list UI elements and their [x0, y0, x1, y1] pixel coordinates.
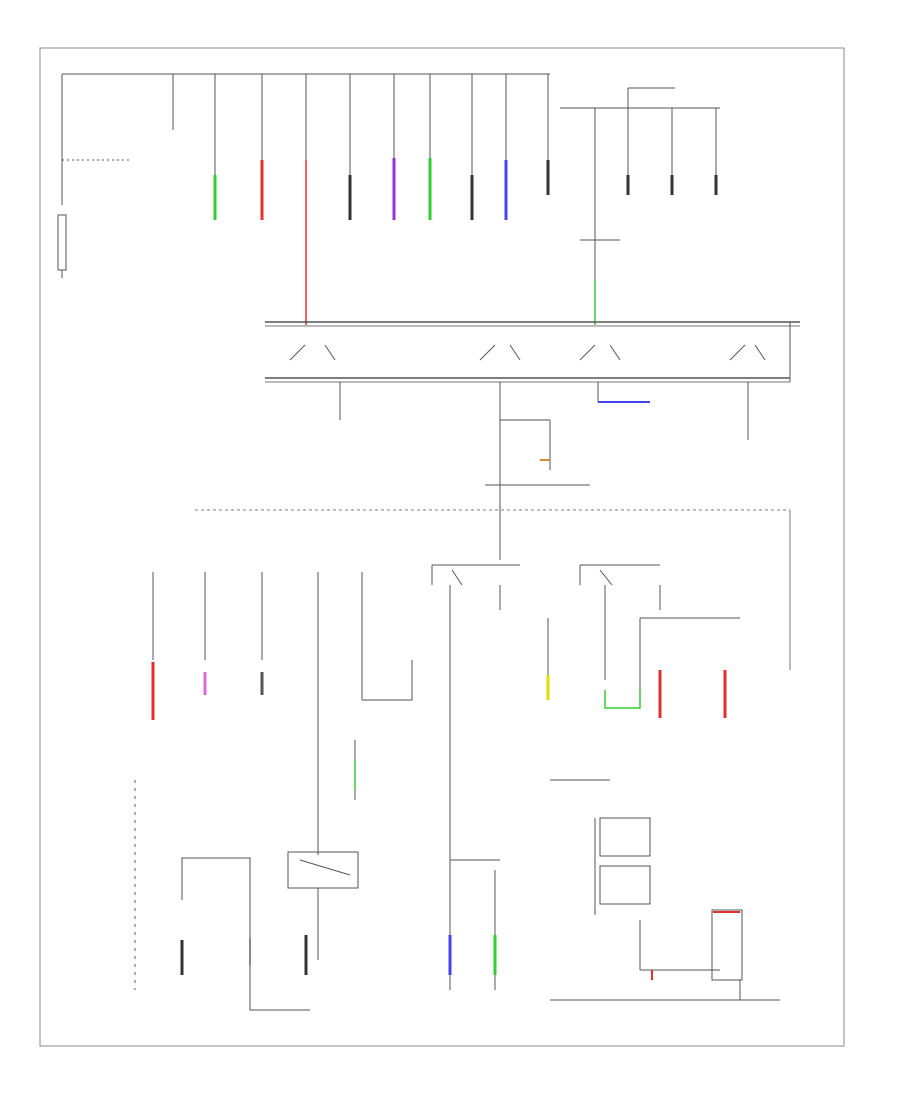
- top-colored-wires: [213, 158, 550, 325]
- lower-relay-box: [287, 740, 359, 960]
- right-fuse-wires: [594, 175, 718, 325]
- lower-left-drops: [152, 572, 413, 855]
- green-loop-wire: [604, 690, 641, 709]
- lower-left-wires: [151, 662, 264, 720]
- relay-block-mid: [485, 419, 590, 486]
- ignition-switch-bus: [265, 321, 800, 383]
- diagram-frame: [39, 47, 845, 1047]
- bottom-right-circuit: [550, 779, 780, 1001]
- bottom-mid-fuses: [449, 859, 500, 990]
- top-fuse-drops: [172, 74, 549, 175]
- bottom-left-loop: [134, 780, 310, 1011]
- lower-relay-switches: [431, 564, 740, 860]
- right-fuse-cluster: [560, 87, 720, 325]
- bottom-mid-wires: [448, 935, 497, 975]
- switch-contacts: [289, 344, 766, 361]
- switch-outputs: [339, 382, 749, 560]
- battery-symbol: [57, 180, 67, 278]
- lower-mid-wires: [546, 670, 727, 718]
